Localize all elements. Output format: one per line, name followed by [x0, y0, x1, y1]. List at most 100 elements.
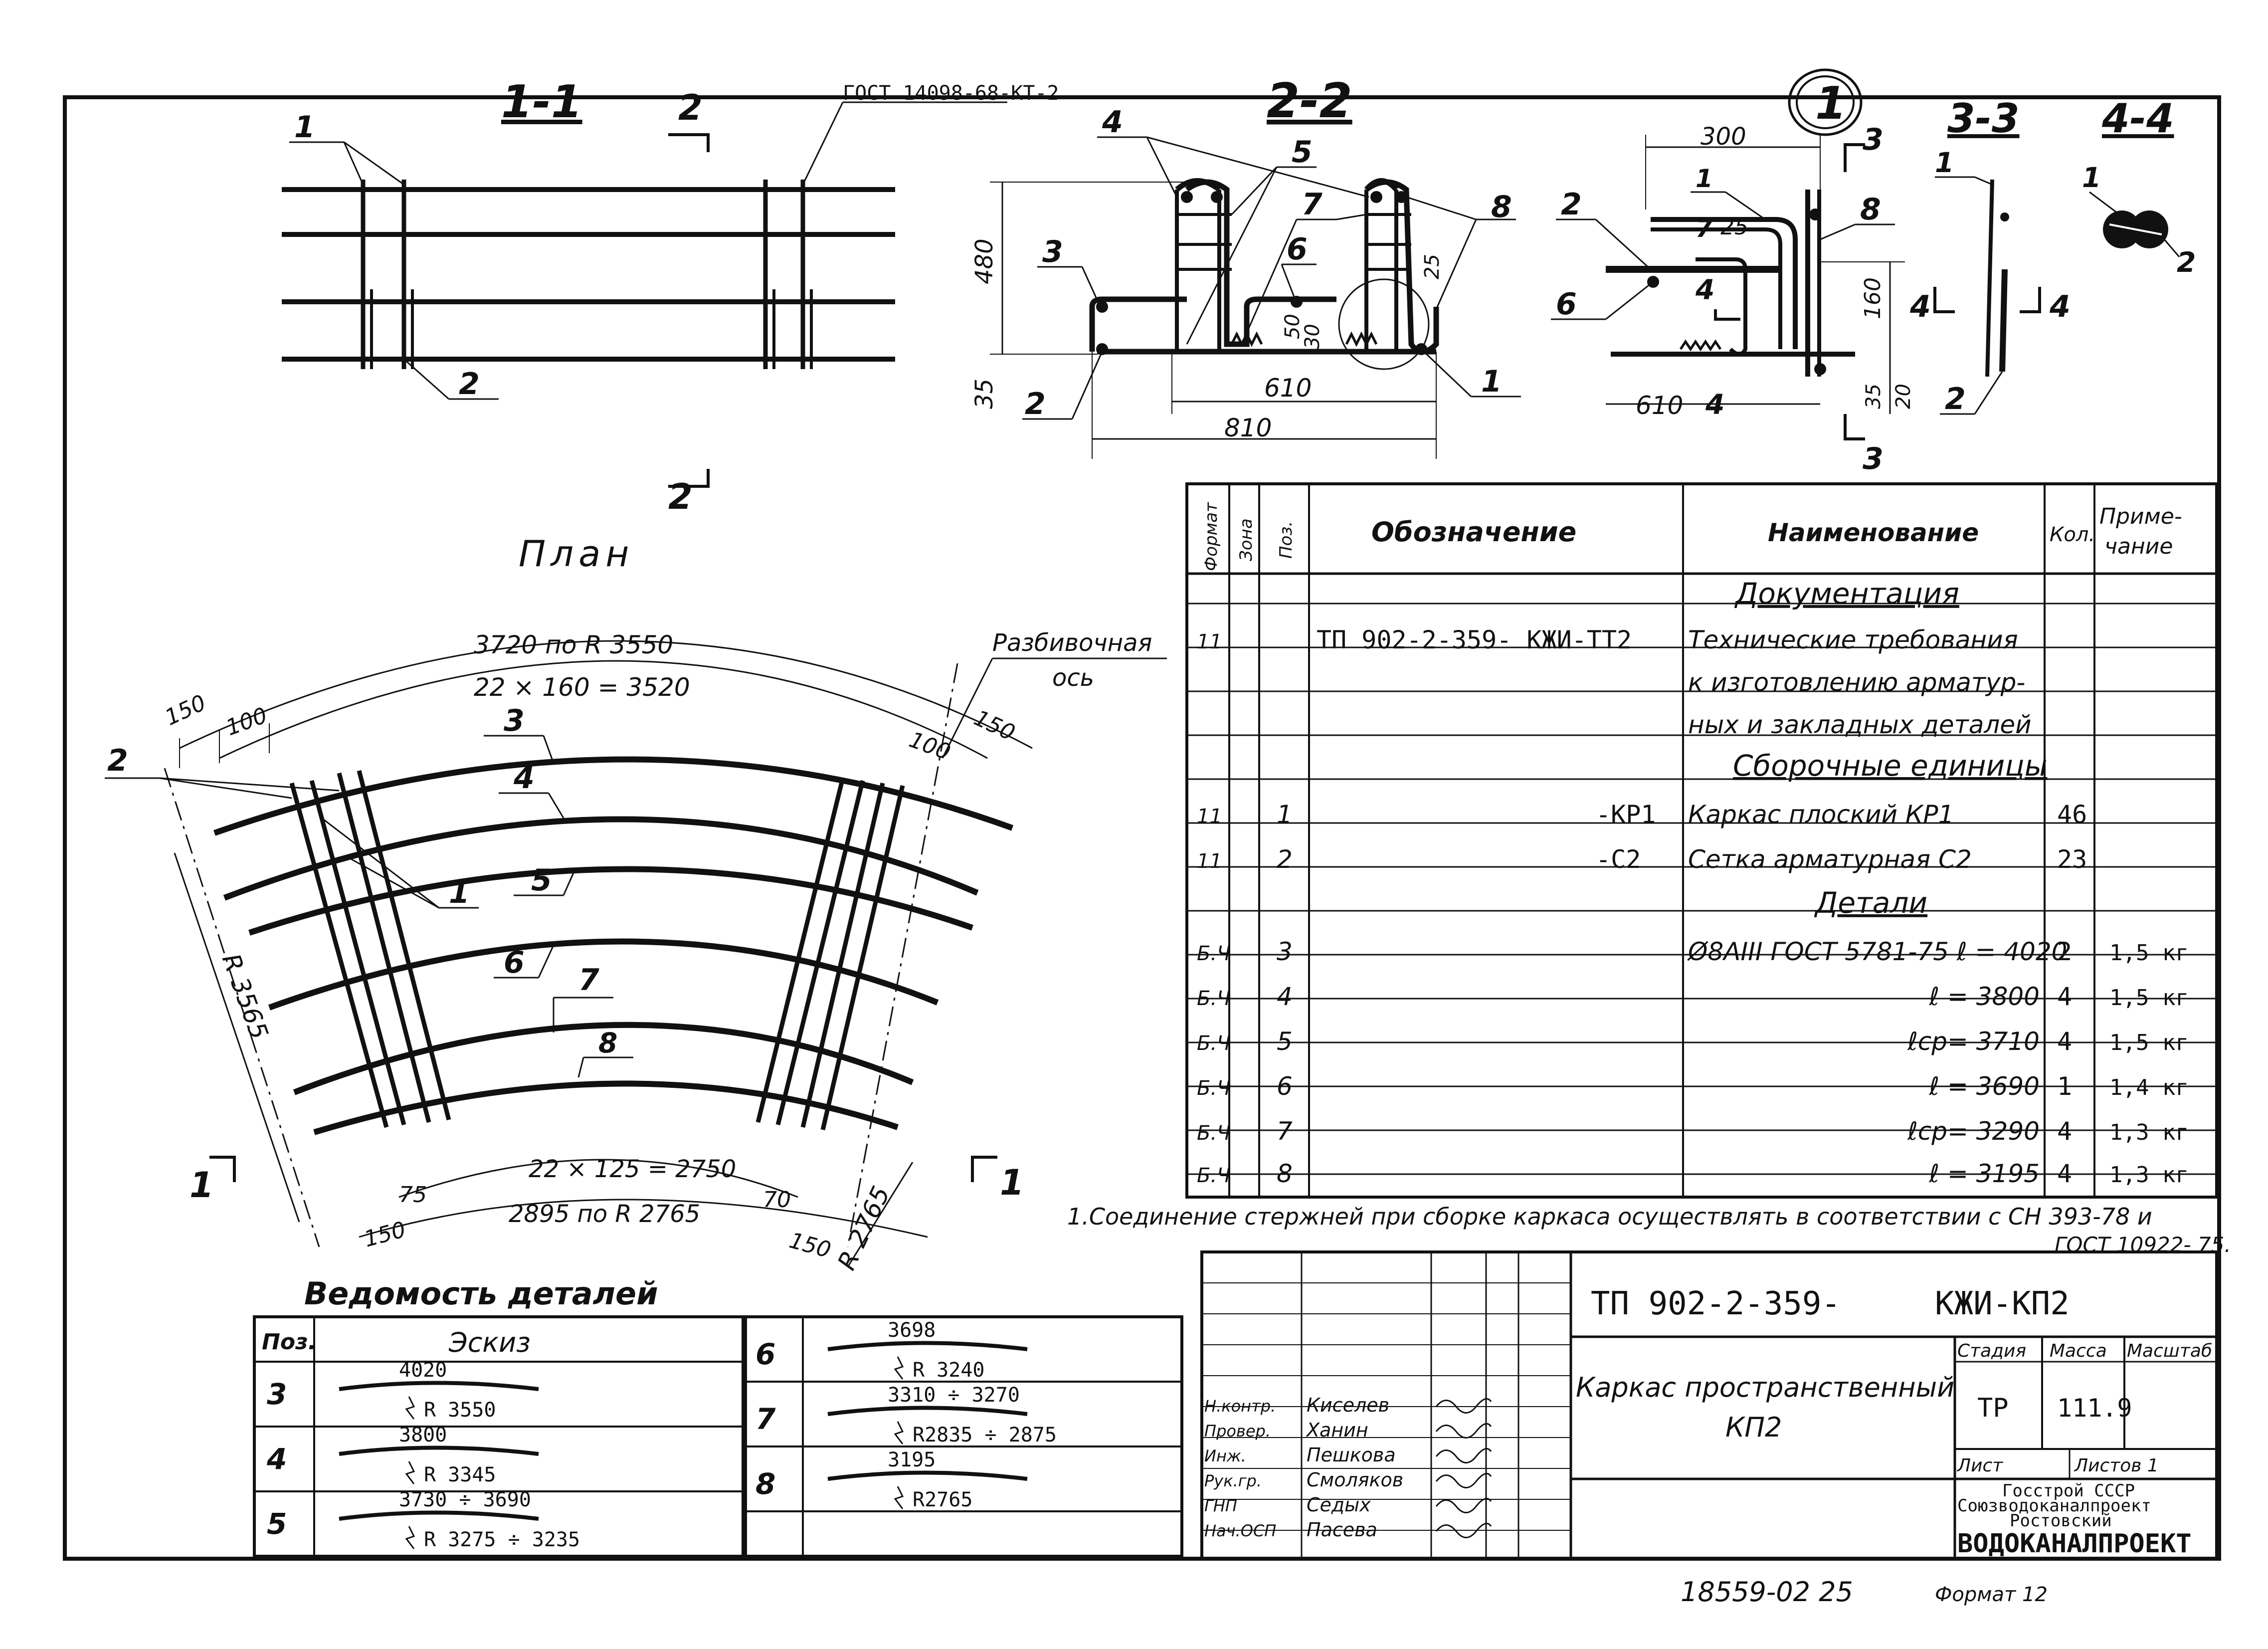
schedule-left-pos: 4 — [266, 1442, 287, 1476]
org-line-4: ВОДОКАНАЛПРОЕКТ — [1957, 1529, 2192, 1559]
signature — [1435, 1398, 1492, 1414]
spec-row-pos: 7 — [1277, 1117, 1293, 1146]
signature — [1435, 1497, 1492, 1513]
spec-row-format: 11 — [1197, 805, 1222, 828]
signer-role: ГНП — [1204, 1496, 1237, 1515]
spec-header-pos: Поз. — [1276, 521, 1296, 559]
schedule-right-bar — [827, 1341, 1028, 1351]
section-1-1-title: 1-1 — [501, 76, 582, 128]
spec-row-qty: 4 — [2057, 1027, 2072, 1056]
plan-callout-8: 8 — [598, 1027, 617, 1059]
title-mass: 111.9 — [2057, 1394, 2132, 1423]
n1-dim-300: 300 — [1701, 123, 1746, 151]
plan-d150-left: 150 — [161, 690, 210, 731]
org-line-2: Союзводоканалпроект — [1957, 1496, 2151, 1516]
node-1-marker — [1338, 278, 1430, 370]
spec-sec-docs: Документация — [1734, 577, 1959, 611]
dim-610: 610 — [1264, 374, 1312, 403]
signer-name: Ханин — [1306, 1419, 1368, 1441]
plan-cut-1-right: 1 — [1000, 1162, 1024, 1203]
title-sheets-header: Листов 1 — [2074, 1455, 2159, 1476]
spec-row-oboz: -С2 — [1596, 845, 1641, 874]
spec-row-qty: 4 — [2057, 1159, 2072, 1188]
spec-header-qty: Кол. — [2050, 523, 2095, 546]
spec-row-format: Б.Ч — [1197, 1122, 1231, 1145]
schedule-left-radius-mark — [405, 1461, 415, 1484]
n1-callout-7: 7 — [1696, 214, 1713, 243]
axis-label-1: Разбивочная — [992, 629, 1152, 657]
schedule-right-pos: 7 — [756, 1402, 776, 1436]
n1-cut-3-top: 3 — [1863, 122, 1884, 157]
signature — [1435, 1423, 1492, 1439]
schedule-left-length: 3800 — [399, 1424, 447, 1446]
spec-row-note: 1,3 кг — [2109, 1162, 2189, 1188]
schedule-right-length: 3195 — [888, 1448, 936, 1471]
schedule-left-pos: 3 — [267, 1377, 287, 1411]
signer-role: Нач.ОСП — [1204, 1521, 1276, 1540]
spec-row-qty: 46 — [2057, 800, 2087, 829]
spec-header-name: Наименование — [1768, 518, 1979, 547]
schedule-left-bar — [339, 1381, 539, 1391]
schedule-right-radius-mark — [894, 1421, 904, 1444]
n1-callout-1: 1 — [1696, 164, 1713, 193]
title-name-1: Каркас пространственный — [1576, 1372, 1954, 1403]
signer-role: Н.контр. — [1204, 1397, 1276, 1416]
spec-row-note: 1,5 кг — [2109, 1030, 2189, 1055]
dim-50: 50 — [1281, 314, 1304, 339]
schedule-right-radius-mark — [894, 1356, 904, 1380]
signer-role: Инж. — [1204, 1446, 1246, 1465]
spec-row-qty: 4 — [2057, 982, 2072, 1011]
n1-callout-6: 6 — [1556, 287, 1577, 322]
cut-marker-2: 2 — [668, 476, 693, 517]
schedule-left-bar — [339, 1510, 539, 1521]
plan-callout-5: 5 — [531, 863, 552, 898]
schedule-right-radius: R 3240 — [913, 1359, 985, 1382]
plan-callout-2: 2 — [107, 743, 128, 778]
plan-d150-br: 150 — [786, 1228, 833, 1263]
title-stage-header: Стадия — [1957, 1341, 2026, 1361]
spec-row-format: Б.Ч — [1197, 1077, 1231, 1100]
schedule-left-pos: 5 — [267, 1507, 287, 1541]
schedule-left-length: 4020 — [399, 1359, 447, 1382]
section-1-1-cut-marker: 2 — [678, 87, 703, 128]
schedule-right-pos: 6 — [756, 1337, 775, 1371]
spec-row-pos: 3 — [1277, 937, 1293, 966]
s22-callout-5: 5 — [1292, 135, 1313, 170]
section-4-4: 4-4 1 2 — [2082, 95, 2196, 278]
schedule-right-pos: 8 — [756, 1467, 775, 1501]
s33-callout-2: 2 — [1945, 382, 1966, 416]
schedule-right-radius-mark — [894, 1486, 904, 1509]
spec-row-pos: 4 — [1277, 982, 1293, 1011]
plan-view: План 3720 по R 3550 22 × 160 = 3520 Разб… — [105, 533, 1167, 1274]
spec-row-name: Технические требования — [1688, 625, 2018, 654]
signer-name: Пешкова — [1307, 1444, 1396, 1466]
spec-row-name: ℓср= 3290 — [1907, 1117, 2040, 1146]
n1-dim-160: 160 — [1860, 277, 1886, 319]
section-4-4-title: 4-4 — [2101, 95, 2174, 142]
dim-30: 30 — [1301, 324, 1324, 349]
n1-dim-20: 20 — [1892, 384, 1915, 409]
schedule-left-radius: R 3550 — [424, 1399, 496, 1422]
footer-number: 18559-02 25 — [1681, 1576, 1853, 1608]
plan-callout-7: 7 — [578, 963, 599, 998]
section-2-2: 2-2 480 35 — [970, 74, 1521, 459]
plan-callout-1: 1 — [449, 875, 470, 910]
plan-callout-6: 6 — [504, 945, 525, 980]
parts-schedule-title: Ведомость деталей — [304, 1275, 658, 1312]
plan-arc-bot2: 22 × 125 = 2750 — [529, 1155, 736, 1183]
spec-row-qty: 23 — [2057, 845, 2087, 874]
schedule-header-sketch: Эскиз — [448, 1327, 531, 1358]
spec-row-format: Б.Ч — [1197, 1032, 1231, 1055]
schedule-left-radius: R 3345 — [424, 1463, 496, 1486]
s33-cut-4-right: 4 — [2049, 289, 2071, 324]
spec-row-pos: 1 — [1277, 800, 1293, 829]
schedule-right-length: 3310 ÷ 3270 — [888, 1384, 1020, 1407]
spec-row-note: 1,3 кг — [2109, 1120, 2189, 1145]
s22-callout-8: 8 — [1491, 190, 1512, 224]
schedule-left-bar — [339, 1445, 539, 1456]
signer-name: Седых — [1307, 1494, 1371, 1516]
spec-row-name: ℓ = 3195 — [1928, 1159, 2040, 1188]
spec-row-name: Каркас плоский КР1 — [1688, 800, 1954, 829]
spec-row-name: к изготовлению арматур- — [1688, 668, 2025, 697]
